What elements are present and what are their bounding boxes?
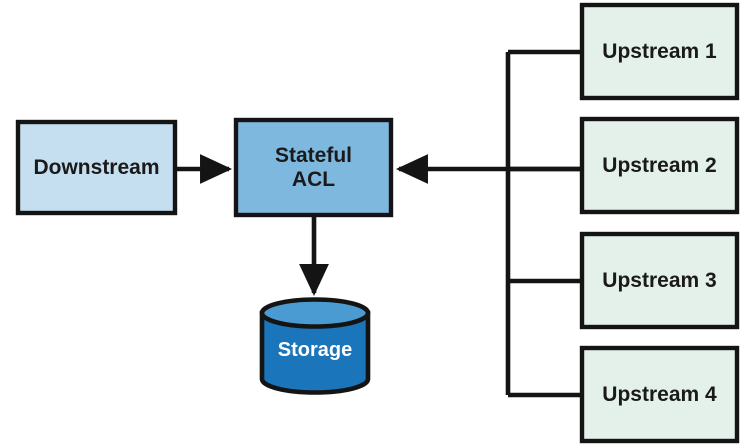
node-upstream-2[interactable] bbox=[579, 116, 740, 215]
node-upstream-1[interactable] bbox=[579, 2, 740, 101]
node-storage[interactable] bbox=[259, 297, 371, 395]
node-stateful-acl[interactable] bbox=[233, 117, 394, 218]
edge-upstream-bus bbox=[505, 49, 582, 398]
node-upstream-3[interactable] bbox=[579, 231, 740, 330]
node-upstream-4[interactable] bbox=[579, 345, 740, 444]
node-downstream[interactable] bbox=[15, 119, 178, 216]
